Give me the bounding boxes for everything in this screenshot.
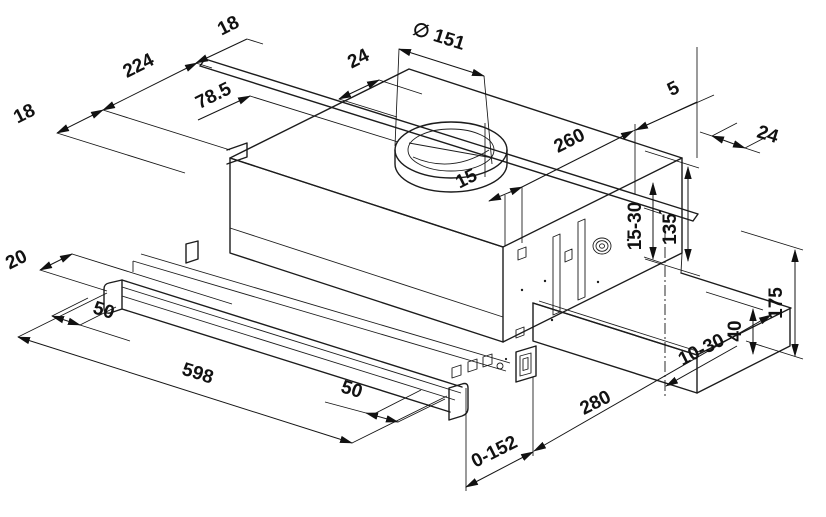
dim-label-135: 135 — [660, 213, 681, 245]
dim-label-175: 175 — [766, 287, 787, 319]
dim-135: 135 — [644, 150, 701, 277]
dim-15-30: 15-30 — [625, 182, 663, 264]
duct-collar — [394, 121, 508, 193]
control-switches — [451, 353, 508, 379]
mounting-rail — [199, 58, 699, 222]
dim-label-15-30: 15-30 — [625, 202, 646, 251]
side-panel-details — [515, 210, 662, 339]
